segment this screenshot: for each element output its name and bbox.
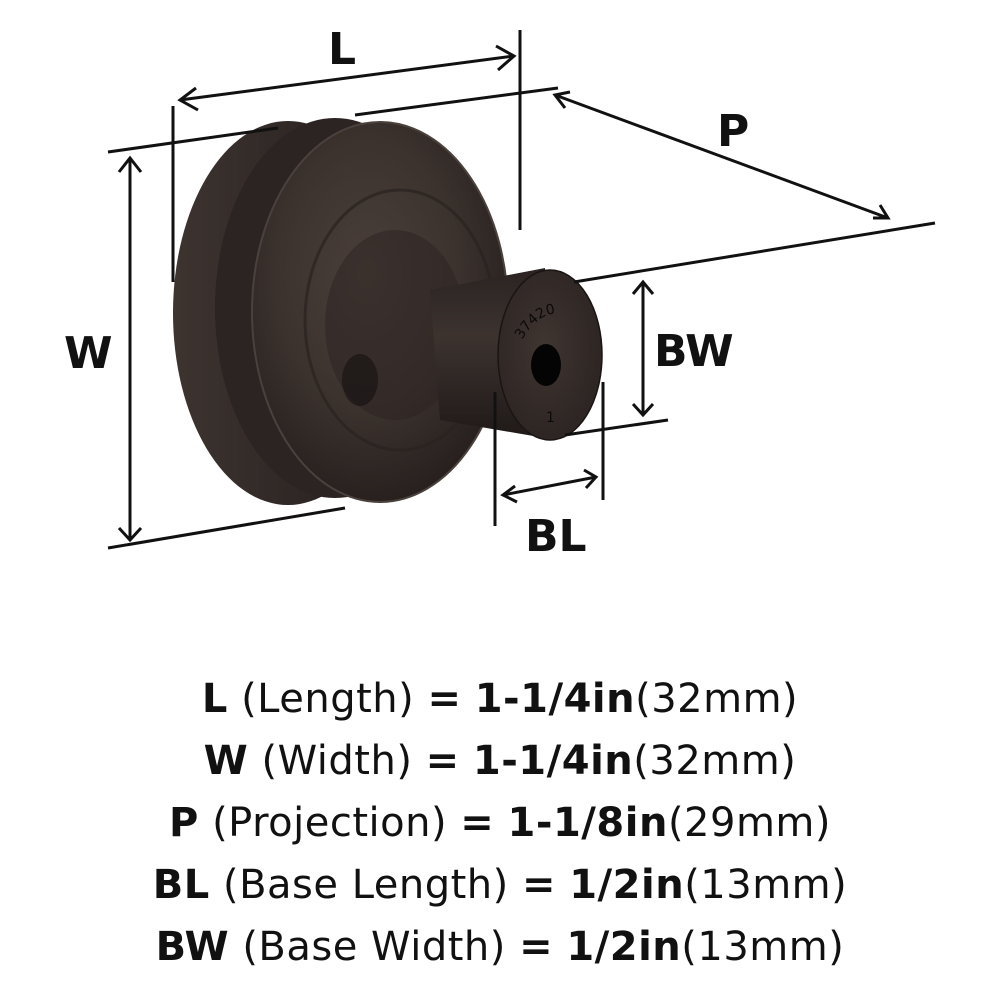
arrowhead: [177, 86, 199, 112]
spec-mm: (13mm): [681, 924, 845, 970]
spec-mm: (32mm): [633, 738, 797, 784]
spec-inches: 1-1/8in: [507, 800, 668, 846]
spec-equals: =: [425, 738, 460, 784]
mounting-hole: [531, 344, 561, 386]
bl-dimension-line: [502, 475, 597, 497]
arrowhead: [117, 155, 143, 173]
arrowhead: [500, 484, 518, 504]
dimension-diagram: 37420 1: [64, 24, 936, 562]
spec-name: (Width): [261, 738, 413, 784]
label-width: W: [64, 328, 113, 379]
spec-name: (Projection): [212, 800, 448, 846]
label-length: L: [328, 24, 357, 75]
label-projection: P: [717, 106, 750, 157]
knob-stem: 37420 1: [430, 268, 603, 441]
spec-row-length: L (Length) = 1-1/4in(32mm): [0, 668, 1000, 730]
p-extension-bottom: [573, 221, 936, 284]
dimension-specs-list: L (Length) = 1-1/4in(32mm) W (Width) = 1…: [0, 668, 1000, 978]
arrowhead: [873, 204, 891, 220]
arrowhead: [495, 44, 517, 72]
spec-inches: 1-1/4in: [472, 738, 634, 784]
arrowhead: [631, 279, 655, 295]
spec-code: W: [203, 738, 249, 784]
label-base-width: BW: [654, 326, 734, 377]
spec-name: (Base Width): [242, 924, 506, 970]
spec-equals: =: [460, 800, 495, 846]
arrowhead: [631, 402, 655, 418]
w-extension-bottom: [107, 506, 346, 550]
l-dimension-line: [179, 54, 515, 102]
spec-code: BL: [152, 862, 210, 908]
spec-row-base-length: BL (Base Length) = 1/2in(13mm): [0, 854, 1000, 916]
spec-row-width: W (Width) = 1-1/4in(32mm): [0, 730, 1000, 792]
spec-equals: =: [521, 862, 556, 908]
spec-row-base-width: BW (Base Width) = 1/2in(13mm): [0, 916, 1000, 978]
spec-name: (Length): [241, 676, 415, 722]
p-extension-top: [354, 86, 559, 117]
bw-extension-bottom: [564, 418, 669, 437]
spec-code: L: [201, 676, 228, 722]
w-extension-top: [107, 126, 279, 154]
knob-illustration: 37420 1: [107, 30, 936, 550]
spec-inches: 1-1/4in: [474, 676, 636, 722]
arrowhead: [583, 468, 599, 490]
spec-mm: (13mm): [684, 862, 848, 908]
arrowhead: [117, 526, 143, 543]
label-base-length: BL: [525, 511, 587, 562]
spec-mm: (32mm): [635, 676, 799, 722]
spec-name: (Base Length): [222, 862, 509, 908]
spec-equals: =: [427, 676, 462, 722]
spec-inches: 1/2in: [569, 862, 685, 908]
p-dimension-line: [554, 93, 889, 220]
spec-equals: =: [519, 924, 554, 970]
spec-code: BW: [155, 924, 230, 970]
spec-code: P: [169, 800, 199, 846]
dimension-lines: [107, 30, 936, 550]
spec-row-projection: P (Projection) = 1-1/8in(29mm): [0, 792, 1000, 854]
knob-body: [173, 118, 509, 505]
arrowhead: [552, 90, 571, 109]
spec-inches: 1/2in: [566, 924, 682, 970]
index-marking: 1: [546, 410, 555, 426]
spec-mm: (29mm): [667, 800, 831, 846]
